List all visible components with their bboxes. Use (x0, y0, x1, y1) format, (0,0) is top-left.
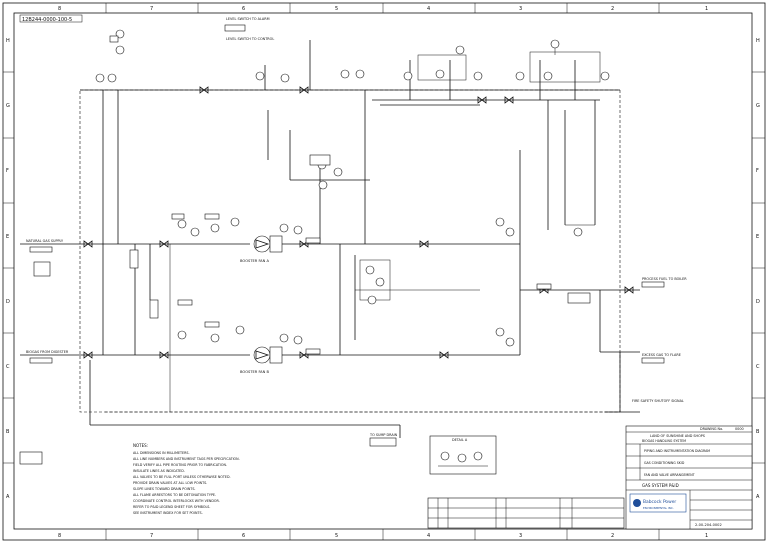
border-numbers-bottom: 8 7 6 5 4 3 2 1 (58, 533, 708, 539)
flare-label: EXCESS GAS TO FLARE (642, 353, 681, 357)
bottom-right-note: FIRE SAFETY SHUTOFF SIGNAL (632, 399, 684, 403)
zone-number: 2 (611, 533, 614, 539)
zone-letter: E (6, 234, 9, 240)
zone-letter: E (756, 234, 759, 240)
company-sub: ENVIRONMENTAL INC. (643, 506, 674, 510)
zone-number: 8 (58, 6, 61, 12)
tb-line5: FAN AND VALVE ARRANGEMENT (644, 473, 695, 477)
outlet-label: PROCESS FUEL TO BOILER (642, 277, 687, 281)
company-logo-icon (633, 499, 641, 507)
instrument-bubbles (95, 29, 610, 347)
fan-b (253, 346, 283, 364)
fan-a (253, 235, 283, 253)
zone-letter: D (6, 299, 10, 305)
note-item: REFER TO P&ID LEGEND SHEET FOR SYMBOLS. (133, 505, 210, 509)
zone-letter: G (756, 103, 760, 109)
company-name: Babcock Power (643, 499, 676, 505)
top-note-2: LEVEL SWITCH TO CONTROL (226, 37, 274, 41)
zone-letter: C (6, 364, 10, 370)
zone-letter: C (756, 364, 760, 370)
tb-line1: LAND OF SUNSHINE AND SHOPS (650, 434, 705, 438)
zone-letter: A (756, 494, 760, 500)
detail-title: DETAIL A (452, 438, 468, 442)
zone-letter: B (756, 429, 760, 435)
valves (83, 86, 634, 359)
note-item: SLOPE LINES TOWARD DRAIN POINTS. (133, 487, 195, 491)
zone-number: 7 (150, 533, 153, 539)
company-logo-box (629, 493, 687, 513)
zone-letter: G (6, 103, 10, 109)
note-item: SEE INSTRUMENT INDEX FOR SET POINTS. (133, 511, 203, 515)
zone-number: 4 (427, 533, 430, 539)
note-item: ALL LINE NUMBERS AND INSTRUMENT TAGS PER… (133, 457, 240, 461)
zone-letter: H (6, 38, 10, 44)
tb-drawno-label: DRAWING No. (700, 427, 723, 431)
zone-number: 6 (242, 533, 245, 539)
fan-b-label: BOOSTER FAN B (240, 370, 269, 374)
note-item: PROVIDE DRAIN VALVES AT ALL LOW POINTS. (133, 481, 207, 485)
sump-note: TO SUMP DRAIN (369, 433, 398, 437)
note-item: FIELD VERIFY ALL PIPE ROUTING PRIOR TO F… (133, 463, 227, 467)
tb-line3: PIPING AND INSTRUMENTATION DIAGRAM (644, 449, 710, 453)
note-item: ALL FLAME ARRESTORS TO BE DETONATION TYP… (133, 493, 216, 497)
note-item: INSULATE LINES AS INDICATED. (133, 469, 185, 473)
tb-drawno-value: 0000 (735, 427, 744, 431)
zone-number: 3 (519, 533, 522, 539)
top-note-1: LEVEL SWITCH TO ALARM (226, 17, 270, 21)
tb-line2: BIOGAS HANDLING SYSTEM (642, 439, 686, 443)
zone-number: 5 (335, 6, 338, 12)
zone-number: 4 (427, 6, 430, 12)
zone-number: 2 (611, 6, 614, 12)
zone-number: 8 (58, 533, 61, 539)
zone-number: 3 (519, 6, 522, 12)
zone-letter: H (756, 38, 760, 44)
skid-boundary (79, 89, 621, 413)
zone-number: 6 (242, 6, 245, 12)
zone-number: 1 (705, 533, 708, 539)
note-item: ALL DIMENSIONS IN MILLIMETERS. (133, 451, 190, 455)
zone-letter: D (756, 299, 760, 305)
note-item: COORDINATE CONTROL INTERLOCKS WITH VENDO… (133, 499, 220, 503)
revision-strip (427, 497, 625, 529)
process-piping (20, 40, 640, 438)
border-numbers-top: 8 7 6 5 4 3 2 1 (58, 6, 708, 12)
inlet-top-label: NATURAL GAS SUPPLY (26, 239, 64, 243)
tb-sheet-no: 2-00-204-0002 (695, 523, 722, 527)
zone-ticks (3, 3, 765, 540)
zone-letter: B (6, 429, 10, 435)
zone-letter: F (756, 168, 759, 174)
zone-number: 7 (150, 6, 153, 12)
zone-number: 1 (705, 6, 708, 12)
note-item: ALL VALVES TO BE FULL PORT UNLESS OTHERW… (133, 475, 231, 479)
drawing-ref-number: 12B244-0000-100-5 (22, 17, 72, 23)
border-letters-right: H G F E D C B A (756, 38, 760, 500)
notes-heading: NOTES: (133, 443, 148, 448)
zone-letter: A (6, 494, 10, 500)
tb-line4: GAS CONDITIONING SKID (644, 461, 685, 465)
line-tags (19, 24, 665, 465)
inlet-bottom-label: BIOGAS FROM DIGESTER (26, 350, 69, 354)
border-letters-left: H G F E D C B A (6, 38, 10, 500)
tb-dwg-title: GAS SYSTEM P&ID (642, 483, 679, 488)
zone-letter: F (6, 168, 9, 174)
fan-a-label: BOOSTER FAN A (240, 259, 269, 263)
zone-number: 5 (335, 533, 338, 539)
notes-list: ALL DIMENSIONS IN MILLIMETERS. ALL LINE … (133, 451, 240, 515)
drawing-ref-box (19, 14, 83, 23)
